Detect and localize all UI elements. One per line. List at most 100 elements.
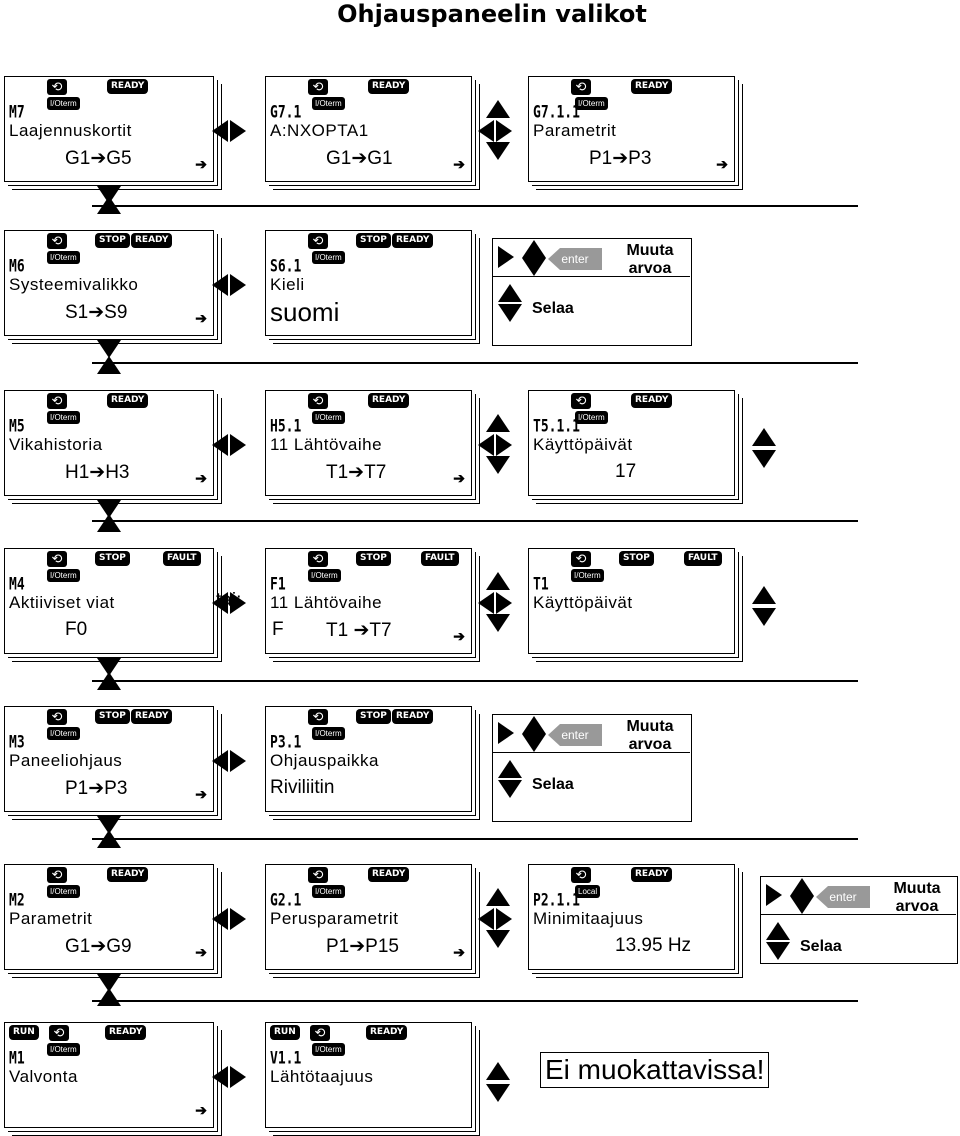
right-arrow-icon[interactable] xyxy=(230,908,246,930)
down-arrow-icon[interactable] xyxy=(522,258,546,276)
up-arrow-icon[interactable] xyxy=(752,586,776,604)
right-arrow-icon[interactable] xyxy=(230,750,246,772)
enter-button[interactable]: enter xyxy=(816,886,870,908)
controls-box xyxy=(492,238,692,346)
left-arrow-icon[interactable] xyxy=(478,120,494,142)
rotate-icon: ⟲ xyxy=(308,709,328,725)
up-arrow-icon[interactable] xyxy=(498,284,522,302)
up-arrow-icon[interactable] xyxy=(97,514,121,532)
down-arrow-icon[interactable] xyxy=(486,930,510,948)
right-arrow-icon[interactable] xyxy=(498,722,514,744)
status-badge: READY xyxy=(105,1025,147,1040)
right-arrow-icon[interactable] xyxy=(496,434,512,456)
up-arrow-icon[interactable] xyxy=(97,356,121,374)
location-badge: I/Oterm xyxy=(47,251,80,264)
right-arrow-icon[interactable] xyxy=(230,120,246,142)
right-arrow-icon[interactable] xyxy=(230,274,246,296)
menu-title: Minimitaajuus xyxy=(533,909,644,928)
left-arrow-icon[interactable] xyxy=(212,592,228,614)
down-arrow-icon[interactable] xyxy=(766,942,790,960)
menu-value: S1➔S9 xyxy=(65,302,128,323)
left-arrow-icon[interactable] xyxy=(478,434,494,456)
menu-code: G2.1 xyxy=(270,891,302,911)
left-arrow-icon[interactable] xyxy=(212,120,228,142)
down-arrow-icon[interactable] xyxy=(752,608,776,626)
up-arrow-icon[interactable] xyxy=(486,888,510,906)
up-arrow-icon[interactable] xyxy=(522,240,546,258)
menu-title: Vikahistoria xyxy=(9,435,103,454)
down-arrow-icon[interactable] xyxy=(97,658,121,676)
left-arrow-icon[interactable] xyxy=(212,274,228,296)
up-arrow-icon[interactable] xyxy=(486,572,510,590)
up-arrow-icon[interactable] xyxy=(486,414,510,432)
left-arrow-icon[interactable] xyxy=(212,1066,228,1088)
right-arrow-icon[interactable] xyxy=(498,246,514,268)
submenu-arrow-icon: ➔ xyxy=(195,944,207,960)
down-arrow-icon[interactable] xyxy=(752,450,776,468)
right-arrow-icon[interactable] xyxy=(230,434,246,456)
right-arrow-icon[interactable] xyxy=(766,884,782,906)
down-arrow-icon[interactable] xyxy=(486,1084,510,1102)
up-arrow-icon[interactable] xyxy=(766,922,790,940)
enter-button[interactable]: enter xyxy=(548,724,602,746)
up-arrow-icon[interactable] xyxy=(97,672,121,690)
up-arrow-icon[interactable] xyxy=(97,830,121,848)
up-arrow-icon[interactable] xyxy=(522,716,546,734)
submenu-arrow-icon: ➔ xyxy=(195,310,207,326)
right-arrow-icon[interactable] xyxy=(496,592,512,614)
menu-title: A:NXOPTA1 xyxy=(270,121,369,140)
left-arrow-icon[interactable] xyxy=(212,750,228,772)
down-arrow-icon[interactable] xyxy=(97,974,121,992)
down-arrow-icon[interactable] xyxy=(486,614,510,632)
up-arrow-icon[interactable] xyxy=(790,878,814,896)
down-arrow-icon[interactable] xyxy=(498,780,522,798)
down-arrow-icon[interactable] xyxy=(486,456,510,474)
up-arrow-icon[interactable] xyxy=(97,988,121,1006)
up-arrow-icon[interactable] xyxy=(486,100,510,118)
up-arrow-icon[interactable] xyxy=(752,428,776,446)
down-arrow-icon[interactable] xyxy=(97,500,121,518)
status-badge: FAULT xyxy=(163,551,201,566)
rotate-icon: ⟲ xyxy=(308,393,328,409)
submenu-arrow-icon: ➔ xyxy=(716,156,728,172)
up-arrow-icon[interactable] xyxy=(498,760,522,778)
enter-button[interactable]: enter xyxy=(548,248,602,270)
down-arrow-icon[interactable] xyxy=(97,340,121,358)
left-arrow-icon[interactable] xyxy=(212,908,228,930)
up-arrow-icon[interactable] xyxy=(97,196,121,214)
right-arrow-icon[interactable] xyxy=(496,908,512,930)
down-arrow-icon[interactable] xyxy=(97,816,121,834)
right-arrow-icon[interactable] xyxy=(496,120,512,142)
right-arrow-icon[interactable] xyxy=(230,592,246,614)
left-arrow-icon[interactable] xyxy=(478,908,494,930)
left-arrow-icon[interactable] xyxy=(478,592,494,614)
down-arrow-icon[interactable] xyxy=(522,734,546,752)
down-arrow-icon[interactable] xyxy=(498,304,522,322)
right-arrow-icon[interactable] xyxy=(230,1066,246,1088)
menu-code: H5.1 xyxy=(270,417,302,437)
down-arrow-icon[interactable] xyxy=(790,896,814,914)
row-separator xyxy=(92,680,858,682)
left-arrow-icon[interactable] xyxy=(212,434,228,456)
status-badge: READY xyxy=(392,233,434,248)
down-arrow-icon[interactable] xyxy=(486,142,510,160)
up-arrow-icon[interactable] xyxy=(486,1062,510,1080)
